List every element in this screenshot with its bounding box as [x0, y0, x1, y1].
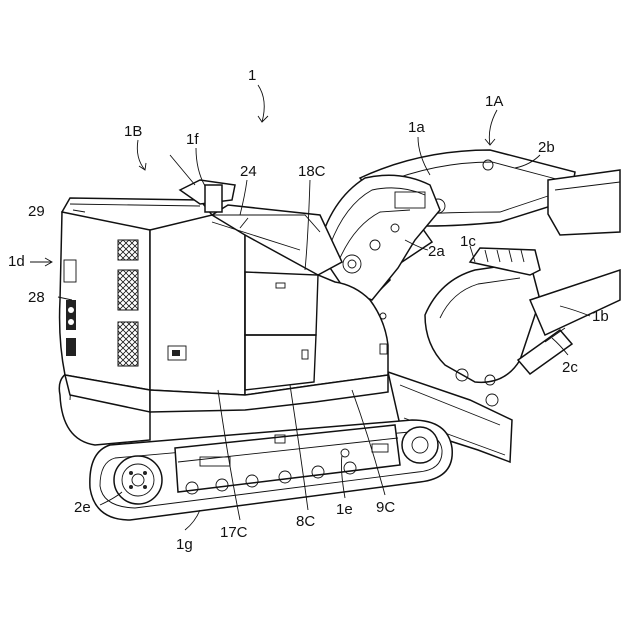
label-1B: 1B: [124, 123, 142, 140]
label-2e: 2e: [74, 499, 91, 516]
label-1g: 1g: [176, 536, 193, 553]
label-28: 28: [28, 289, 45, 306]
vent-grilles: [118, 240, 138, 366]
label-1A: 1A: [485, 93, 503, 110]
arm-lower: [530, 270, 620, 335]
label-1e: 1e: [336, 501, 353, 518]
label-8C: 8C: [296, 513, 315, 530]
label-2c: 2c: [562, 359, 578, 376]
label-2a: 2a: [428, 243, 445, 260]
label-1f: 1f: [186, 131, 199, 148]
label-1b: 1b: [592, 308, 609, 325]
label-1c: 1c: [460, 233, 476, 250]
label-1a: 1a: [408, 119, 425, 136]
drive-sprocket: [114, 456, 162, 504]
label-2b: 2b: [538, 139, 555, 156]
label-17C: 17C: [220, 524, 248, 541]
label-1: 1: [248, 67, 256, 84]
label-1d: 1d: [8, 253, 25, 270]
label-18C: 18C: [298, 163, 326, 180]
arm: [548, 170, 620, 235]
label-29: 29: [28, 203, 45, 220]
label-9C: 9C: [376, 499, 395, 516]
label-24: 24: [240, 163, 257, 180]
